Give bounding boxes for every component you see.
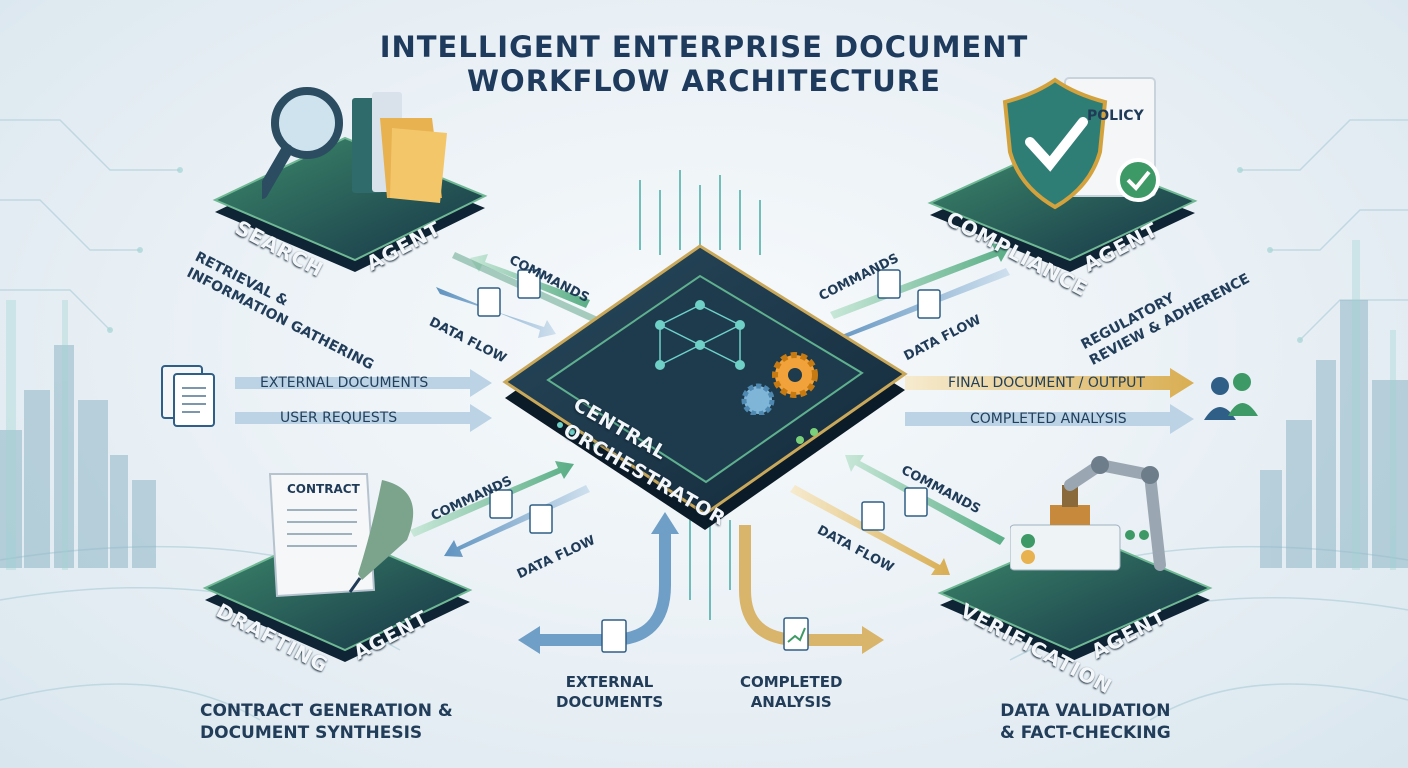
bottom-external-arrowhead [518, 626, 540, 654]
quill-contract-icon [268, 473, 414, 598]
users-icon [1204, 373, 1258, 420]
external-documents-label: EXTERNAL DOCUMENTS [260, 375, 429, 391]
verification-agent-caption: DATA VALIDATION & FACT-CHECKING [1000, 700, 1171, 744]
magnifier-folders-icon [262, 87, 447, 203]
user-requests-arrow [235, 404, 492, 432]
documents-icon [161, 365, 215, 427]
neural-network-gears-icon [655, 300, 818, 415]
drafting-caption-line-1: CONTRACT GENERATION & [200, 701, 453, 721]
completed-analysis-arrow [905, 404, 1194, 434]
verification-caption-line-1: DATA VALIDATION [1000, 701, 1171, 721]
robot-arm-stamp-icon [1010, 456, 1166, 571]
final-output-arrow [905, 368, 1194, 398]
final-output-label: FINAL DOCUMENT / OUTPUT [948, 375, 1145, 391]
compliance-commands-arrow [830, 243, 1010, 319]
bottom-external-line-2: DOCUMENTS [556, 693, 664, 711]
drafting-dataflow-arrow [444, 485, 590, 557]
contract-doc-label: CONTRACT [287, 482, 360, 496]
bottom-external-line-1: EXTERNAL [565, 673, 654, 691]
page-title-line-1: INTELLIGENT ENTERPRISE DOCUMENT [379, 30, 1029, 64]
shield-check-icon [1002, 77, 1160, 210]
search-dataflow-arrow [436, 287, 556, 338]
chart-up-icon [787, 627, 806, 643]
bottom-completed-analysis-label: COMPLETED ANALYSIS [740, 672, 842, 712]
verification-caption-line-2: & FACT-CHECKING [1000, 723, 1171, 743]
compliance-dataflow-arrow [824, 268, 1010, 347]
policy-doc-label: POLICY [1087, 108, 1144, 124]
completed-analysis-label: COMPLETED ANALYSIS [970, 411, 1127, 427]
bottom-completed-line-2: ANALYSIS [750, 693, 832, 711]
external-documents-arrow [235, 369, 492, 397]
bottom-completed-arrowhead [862, 626, 884, 654]
drafting-agent-caption: CONTRACT GENERATION & DOCUMENT SYNTHESIS [200, 700, 453, 744]
bottom-external-arrowhead-up [651, 512, 679, 534]
bottom-completed-line-1: COMPLETED [740, 673, 843, 691]
page-title-line-2: WORKFLOW ARCHITECTURE [467, 64, 941, 98]
central-orchestrator-platform [502, 244, 908, 530]
user-requests-label: USER REQUESTS [280, 410, 398, 426]
drafting-caption-line-2: DOCUMENT SYNTHESIS [200, 723, 423, 743]
bottom-external-documents-label: EXTERNAL DOCUMENTS [556, 672, 663, 712]
